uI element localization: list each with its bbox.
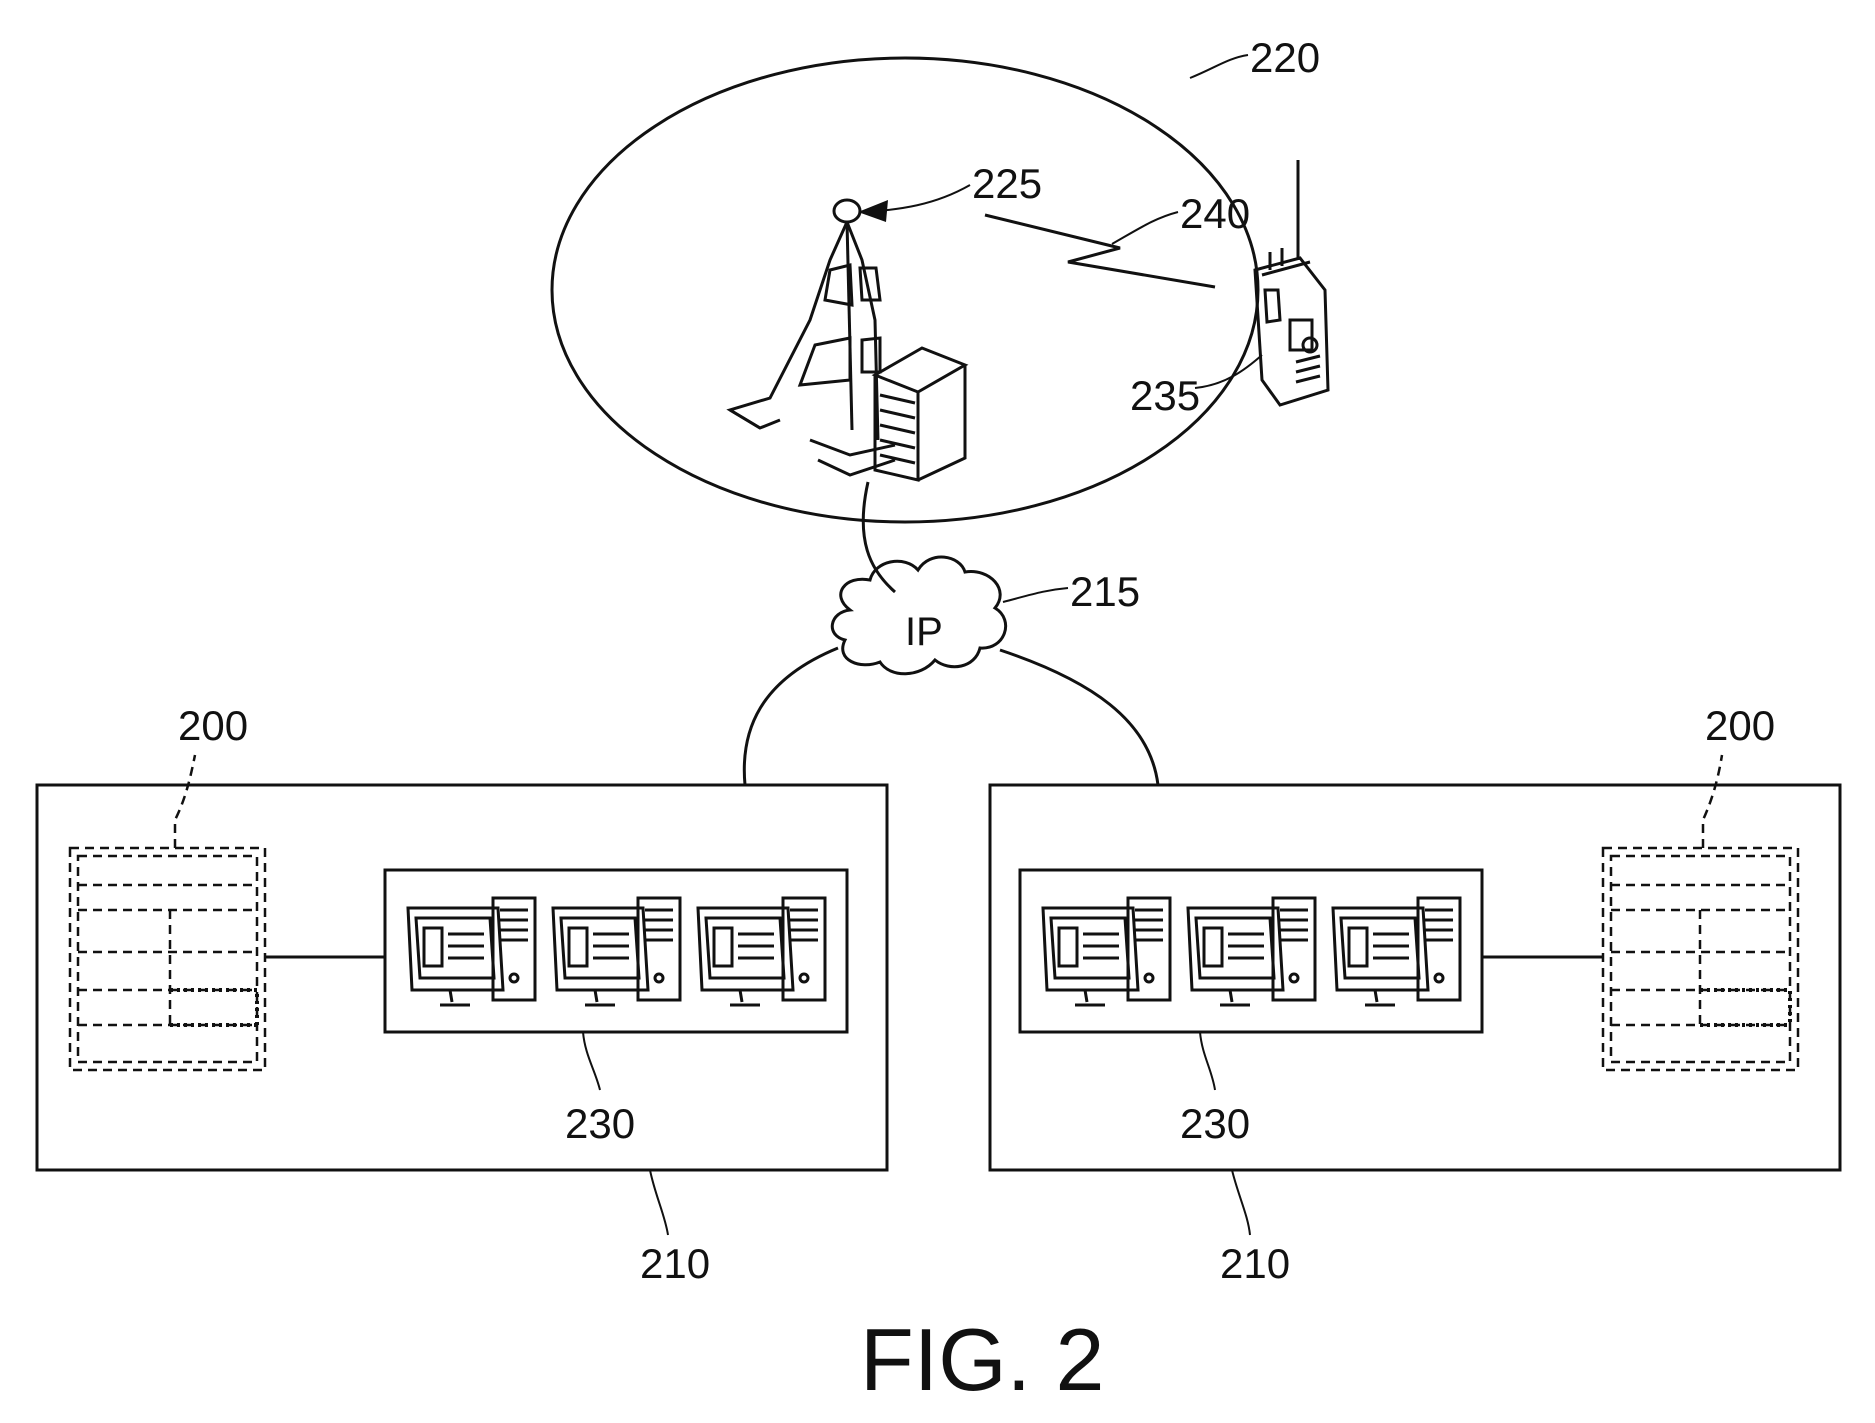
workstation-left-1	[408, 898, 535, 1005]
server-icon	[875, 348, 965, 480]
ref-225: 225	[972, 160, 1042, 207]
arrow-225	[858, 200, 888, 222]
ref-210-right: 210	[1220, 1240, 1290, 1287]
leader-line-210-right	[1232, 1170, 1250, 1235]
monitor-icon	[1188, 898, 1315, 1005]
workstation-right-1	[1043, 898, 1170, 1005]
ref-230-left: 230	[565, 1100, 635, 1147]
figure-title: FIG. 2	[860, 1310, 1105, 1409]
ip-label: IP	[905, 610, 943, 654]
monitor-icon	[1043, 898, 1170, 1005]
ref-200-left: 200	[178, 702, 248, 749]
ref-220: 220	[1250, 34, 1320, 81]
ref-200-right: 200	[1705, 702, 1775, 749]
monitor-icon	[1333, 898, 1460, 1005]
workstation-left-2	[553, 898, 680, 1005]
tower-icon	[730, 200, 895, 475]
tower-to-ip-link	[863, 482, 895, 592]
ref-210-left: 210	[640, 1240, 710, 1287]
leader-line-210-left	[650, 1170, 668, 1235]
radio-icon	[1255, 160, 1328, 405]
leader-line-230-right	[1200, 1032, 1215, 1090]
monitor-icon	[698, 898, 825, 1005]
ref-215: 215	[1070, 568, 1140, 615]
ip-to-left-site-link	[744, 648, 838, 785]
leader-line-240	[1112, 212, 1178, 244]
monitor-icon	[553, 898, 680, 1005]
leader-line-230-left	[583, 1032, 600, 1090]
ref-240: 240	[1180, 190, 1250, 237]
ref-230-right: 230	[1180, 1100, 1250, 1147]
control-block-left	[70, 755, 265, 1070]
workstation-right-2	[1188, 898, 1315, 1005]
coverage-area-ellipse	[552, 58, 1258, 522]
leader-line-215	[1003, 588, 1068, 602]
ip-to-right-site-link	[1000, 650, 1158, 785]
workstation-left-3	[698, 898, 825, 1005]
console-group-right	[1020, 870, 1482, 1032]
control-block-right	[1603, 755, 1798, 1070]
console-group-left	[385, 870, 847, 1032]
ref-235: 235	[1130, 372, 1200, 419]
workstation-right-3	[1333, 898, 1460, 1005]
leader-line-220	[1190, 55, 1248, 78]
monitor-icon	[408, 898, 535, 1005]
